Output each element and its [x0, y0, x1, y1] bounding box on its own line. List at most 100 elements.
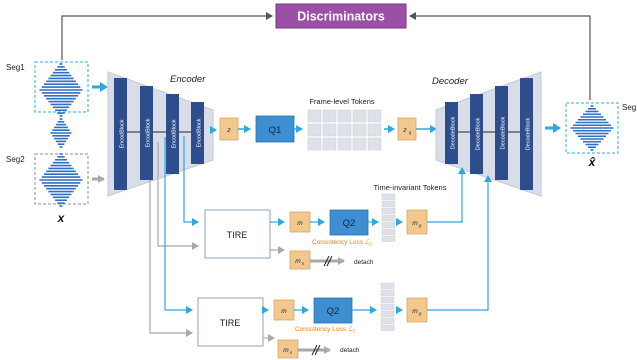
output-to-discriminator-arrow — [409, 12, 591, 100]
frame-level-token-grid — [307, 109, 382, 151]
branch2-token-mq: m q — [406, 297, 428, 323]
svg-text:z: z — [402, 127, 407, 134]
branch1-quantizer-q2: Q2 — [329, 209, 369, 236]
svg-text:Q1: Q1 — [269, 125, 282, 136]
time-invariant-token-cell — [381, 221, 396, 228]
branch1-time-invariant-token-stack — [381, 193, 396, 242]
svg-text:EncodBlock: EncodBlock — [197, 118, 203, 147]
time-invariant-token-cell — [381, 235, 396, 242]
time-invariant-token-cell — [381, 228, 396, 235]
svg-text:m: m — [281, 308, 287, 315]
frame-token-cell — [322, 137, 337, 151]
frame-token-cell — [322, 123, 337, 137]
time-invariant-token-cell — [380, 282, 395, 289]
frame-token-cell — [322, 109, 337, 123]
branch2-gray-input-line — [149, 180, 193, 337]
branch2-token-ms: m s — [277, 339, 299, 359]
svg-text:EncodBlock: EncodBlock — [172, 119, 178, 148]
time-invariant-token-cell — [381, 207, 396, 214]
seg2-box — [34, 153, 89, 205]
branch1-tire-box: TIRE — [204, 209, 271, 259]
time-invariant-token-cell — [381, 193, 396, 200]
time-invariant-token-cell — [380, 296, 395, 303]
svg-text:q: q — [419, 311, 422, 316]
svg-text:EncodBlock: EncodBlock — [120, 119, 126, 148]
quantizer-q1: Q1 — [255, 115, 295, 143]
decoder-block-3: DecodeBlock — [495, 86, 508, 180]
branch2-to-decoder-arrow — [427, 175, 492, 311]
branch1-stop-gradient-icon — [323, 255, 333, 267]
frame-token-cell — [307, 109, 322, 123]
svg-text:s: s — [290, 350, 293, 355]
svg-text:q: q — [419, 223, 422, 228]
branch1-token-mq: m q — [406, 209, 428, 235]
output-x-hat-label: x̂ — [588, 155, 597, 169]
branch2-token-m: m — [273, 299, 295, 321]
seg1-label: Seg1 — [6, 63, 25, 72]
output-seg-box — [565, 102, 619, 154]
input-to-discriminator-arrow — [61, 12, 273, 60]
encoder-block-2: EncodBlock — [140, 86, 153, 180]
encoder-block-4: EncodBlock — [191, 102, 204, 164]
svg-text:DecodeBlock: DecodeBlock — [501, 117, 507, 150]
output-waveform — [570, 105, 614, 151]
input-x-label: x — [57, 211, 66, 225]
svg-text:z: z — [226, 127, 231, 134]
frame-token-cell — [367, 137, 382, 151]
encoder-block-3: EncodBlock — [166, 94, 179, 174]
token-zq: z q — [397, 117, 417, 141]
svg-text:TIRE: TIRE — [220, 318, 241, 328]
time-invariant-token-cell — [381, 214, 396, 221]
svg-text:m: m — [297, 220, 303, 227]
branch1-blue-input-line — [183, 136, 199, 226]
svg-text:m: m — [412, 308, 418, 315]
time-invariant-token-cell — [380, 303, 395, 310]
frame-level-tokens-label: Frame-level Tokens — [309, 97, 375, 106]
svg-text:q: q — [409, 130, 412, 135]
branch2-stop-gradient-icon — [311, 344, 321, 356]
branch1-to-decoder-arrow — [427, 167, 466, 223]
branch2-quantizer-q2: Q2 — [313, 297, 353, 324]
frame-token-cell — [352, 109, 367, 123]
frame-token-cell — [307, 137, 322, 151]
svg-text:DecodeBlock: DecodeBlock — [476, 118, 482, 151]
discriminators-label: Discriminators — [297, 10, 385, 24]
decoder-block-2: DecodeBlock — [470, 94, 483, 174]
branch2-detach-label: detach — [340, 347, 360, 354]
frame-token-cell — [337, 109, 352, 123]
branch1-token-ms: m s — [289, 250, 311, 270]
frame-token-cell — [352, 137, 367, 151]
decoder-block-4: DecodeBlock — [520, 78, 533, 190]
frame-token-cell — [337, 137, 352, 151]
seg2-label: Seg2 — [6, 155, 25, 164]
svg-text:DecodeBlock: DecodeBlock — [526, 118, 532, 151]
branch1-consistency-loss: Consistency Loss ℒC — [312, 239, 373, 247]
svg-text:Q2: Q2 — [327, 306, 340, 317]
encoder-title: Encoder — [170, 74, 206, 85]
svg-text:s: s — [302, 261, 305, 266]
decoder-title: Decoder — [432, 76, 469, 87]
branch2-tire-box: TIRE — [197, 297, 264, 347]
branch1-token-m: m — [289, 211, 311, 233]
output-seg-label: Seg — [622, 103, 636, 112]
svg-text:m: m — [295, 258, 301, 265]
branch2-blue-input-line — [164, 137, 193, 314]
input-waveform — [39, 63, 83, 207]
svg-text:EncodBlock: EncodBlock — [146, 118, 152, 147]
svg-text:TIRE: TIRE — [227, 230, 248, 240]
time-invariant-token-cell — [380, 317, 395, 324]
frame-token-cell — [307, 123, 322, 137]
seg1-box — [34, 61, 89, 113]
svg-text:m: m — [412, 220, 418, 227]
branch1-detach-label: detach — [354, 259, 374, 266]
decoder-block-1: DecodeBlock — [445, 102, 458, 164]
frame-token-cell — [352, 123, 367, 137]
svg-text:DecodeBlock: DecodeBlock — [451, 117, 457, 150]
discriminators-box: Discriminators — [275, 3, 407, 29]
svg-text:m: m — [283, 347, 289, 354]
encoder-block-1: EncodBlock — [114, 78, 127, 190]
decoder-trapezoid — [435, 71, 542, 197]
token-z: z — [219, 117, 239, 141]
frame-token-cell — [367, 123, 382, 137]
